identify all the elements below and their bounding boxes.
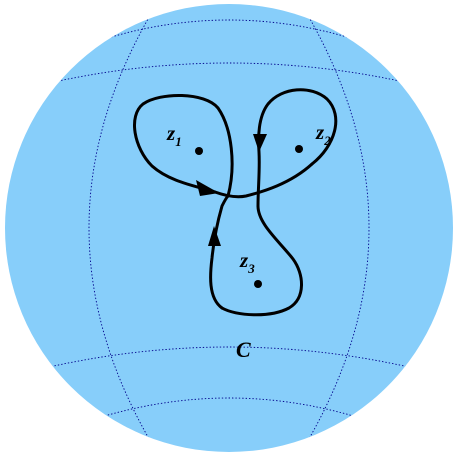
sphere xyxy=(5,4,453,452)
point-z3-dot xyxy=(254,280,262,288)
label-contour-c: C xyxy=(236,337,251,362)
point-z1-dot xyxy=(195,147,203,155)
point-z2-dot xyxy=(295,145,303,153)
label-z1-sub: 1 xyxy=(175,134,182,149)
label-z2-sub: 2 xyxy=(323,133,331,148)
label-z3-sub: 3 xyxy=(247,261,255,276)
